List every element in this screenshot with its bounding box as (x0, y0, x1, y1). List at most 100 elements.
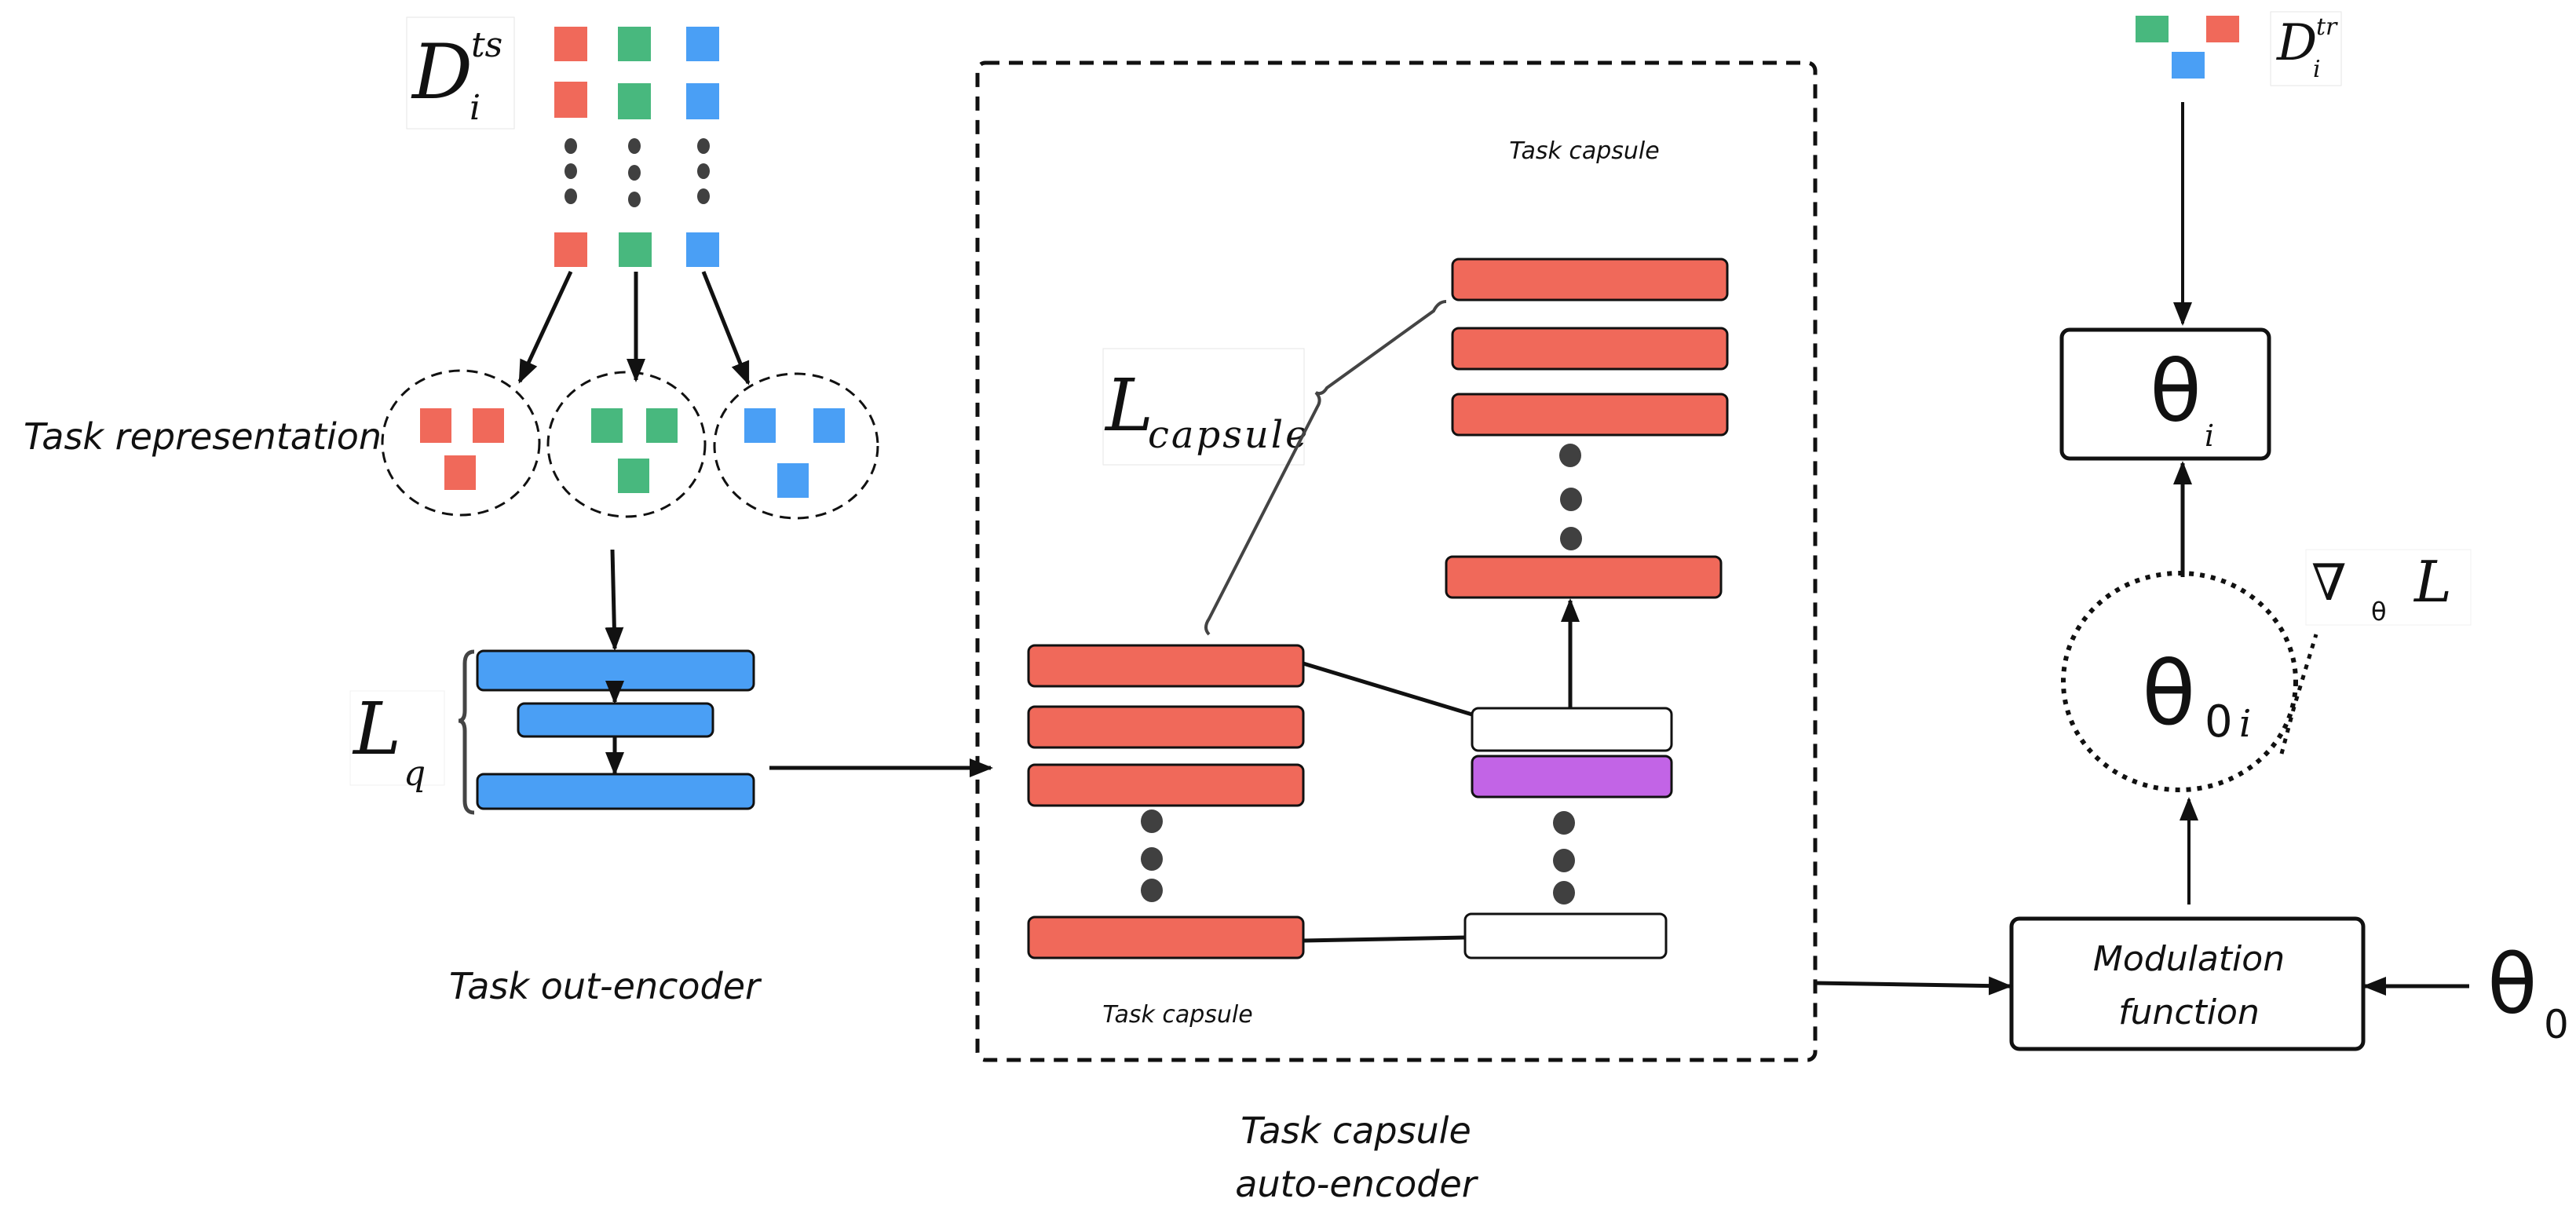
cluster-square-red (420, 408, 451, 443)
cluster-square-red (444, 455, 476, 490)
task-capsule-bottom-label: Task capsule (1102, 1001, 1252, 1029)
cluster-square-green (618, 459, 649, 493)
lq-label-box (349, 690, 445, 786)
train-set-subscript: i (2313, 56, 2321, 83)
cluster-square-blue (777, 463, 809, 498)
task-capsule-top-label: Task capsule (1509, 137, 1659, 165)
capsule-layer-output (1451, 258, 1729, 302)
task-out-encoder: L q Task out-encoder (349, 649, 762, 1007)
ellipsis-dot (1553, 811, 1575, 835)
capsule-connection (1303, 661, 1473, 717)
ellipsis-dot (697, 138, 710, 154)
capsule-layer-output (1445, 555, 1723, 599)
encoder-layer (476, 773, 755, 810)
cluster-square-red (473, 408, 504, 443)
theta-i-node: θ i (2059, 327, 2271, 461)
ellipsis-dot (1560, 527, 1582, 550)
cluster-square-green (591, 408, 623, 443)
capsule-layer-input (1027, 915, 1305, 959)
task-representation-label: Task representation (24, 415, 382, 458)
ellipsis-dot (1141, 879, 1163, 902)
sample-square-blue (686, 27, 719, 61)
encoder-layer (476, 649, 755, 692)
capsule-brace (1204, 300, 1447, 636)
train-square-green (2136, 16, 2169, 42)
theta-0-symbol: θ (2487, 937, 2538, 1032)
arrow-red-to-cluster (517, 270, 573, 384)
gradient-label-box (2305, 549, 2472, 626)
encoder-layer (517, 702, 714, 738)
sample-square-green (618, 83, 651, 119)
ellipsis-dot (1559, 444, 1581, 467)
cluster-square-blue (744, 408, 776, 443)
lq-subscript: q (404, 754, 426, 794)
ellipsis-dot (1560, 488, 1582, 511)
gradient-label: ∇ θ L (2305, 549, 2472, 627)
sample-square-green (619, 232, 652, 267)
autoencoder-boundary (975, 60, 1818, 1062)
ellipsis-dot (565, 138, 577, 154)
gradient-subscript: θ (2371, 597, 2387, 627)
ellipsis-dot (565, 188, 577, 204)
sample-square-red (554, 232, 587, 267)
train-set-symbol: D (2276, 14, 2317, 72)
train-set: D tr i (2136, 11, 2342, 86)
ellipsis-dot (1141, 847, 1163, 871)
modulation-line1: Modulation (2093, 939, 2285, 979)
capsule-node (1471, 707, 1673, 752)
ellipsis-dot (628, 165, 641, 181)
cluster-red (381, 369, 541, 517)
theta-0i-symbol: θ (2142, 643, 2196, 745)
task-out-encoder-label: Task out-encoder (449, 965, 762, 1007)
gradient-loss-symbol: L (2413, 549, 2452, 615)
task-representation-clusters (381, 369, 879, 520)
train-square-red (2206, 16, 2239, 42)
train-set-superscript: tr (2316, 13, 2338, 41)
cluster-green (546, 371, 707, 518)
modulation-function-node: Modulation function (2009, 916, 2366, 1051)
lcapsule-label-box (1102, 348, 1305, 466)
sample-square-blue (686, 83, 719, 119)
sample-square-red (554, 82, 587, 118)
theta-0i-circle (2061, 571, 2298, 792)
lq-symbol: L (352, 687, 401, 771)
task-capsule-autoencoder: Task capsule L capsule (975, 60, 1818, 1062)
train-set-label-box (2270, 11, 2342, 86)
theta-i-symbol: θ (2150, 343, 2201, 441)
arrow-to-out-encoder (605, 549, 624, 651)
test-set-label: D ts i (406, 16, 515, 130)
cluster-square-blue (813, 408, 845, 443)
ellipsis-dot (628, 192, 641, 207)
theta-0i-subscript: 0 (2205, 696, 2233, 747)
cluster-square-green (646, 408, 678, 443)
test-set-subscript: i (470, 88, 480, 128)
test-set-superscript: ts (471, 25, 502, 65)
ellipsis-dot (628, 138, 641, 154)
theta-i-subscript: i (2205, 418, 2214, 453)
sample-square-red (554, 27, 587, 61)
capsule-connection (1303, 935, 1466, 943)
arrow-autoencoder-to-modulation (1814, 976, 2012, 996)
lcapsule-subscript: capsule (1148, 413, 1310, 457)
capsule-layer-input (1027, 644, 1305, 688)
sample-square-blue (686, 232, 719, 267)
ellipsis-dot (1141, 810, 1163, 833)
theta-0-subscript: 0 (2544, 1002, 2569, 1047)
capsule-layer-input (1027, 763, 1305, 807)
ellipsis-dot (565, 163, 577, 179)
arrow-blue-to-cluster (701, 271, 751, 386)
test-set-samples (554, 27, 719, 267)
lcapsule-symbol: L (1104, 364, 1153, 448)
gradient-connector (2279, 634, 2318, 755)
autoencoder-title-line1: Task capsule (1240, 1109, 1471, 1152)
encoder-brace (458, 649, 475, 815)
autoencoder-title-line2: auto-encoder (1235, 1163, 1479, 1205)
train-square-blue (2172, 52, 2205, 79)
sample-square-green (618, 27, 651, 61)
modulation-line2: function (2118, 992, 2260, 1032)
test-set-label-box (406, 16, 515, 130)
ellipsis-dot (697, 188, 710, 204)
capsule-node-active (1471, 755, 1673, 799)
